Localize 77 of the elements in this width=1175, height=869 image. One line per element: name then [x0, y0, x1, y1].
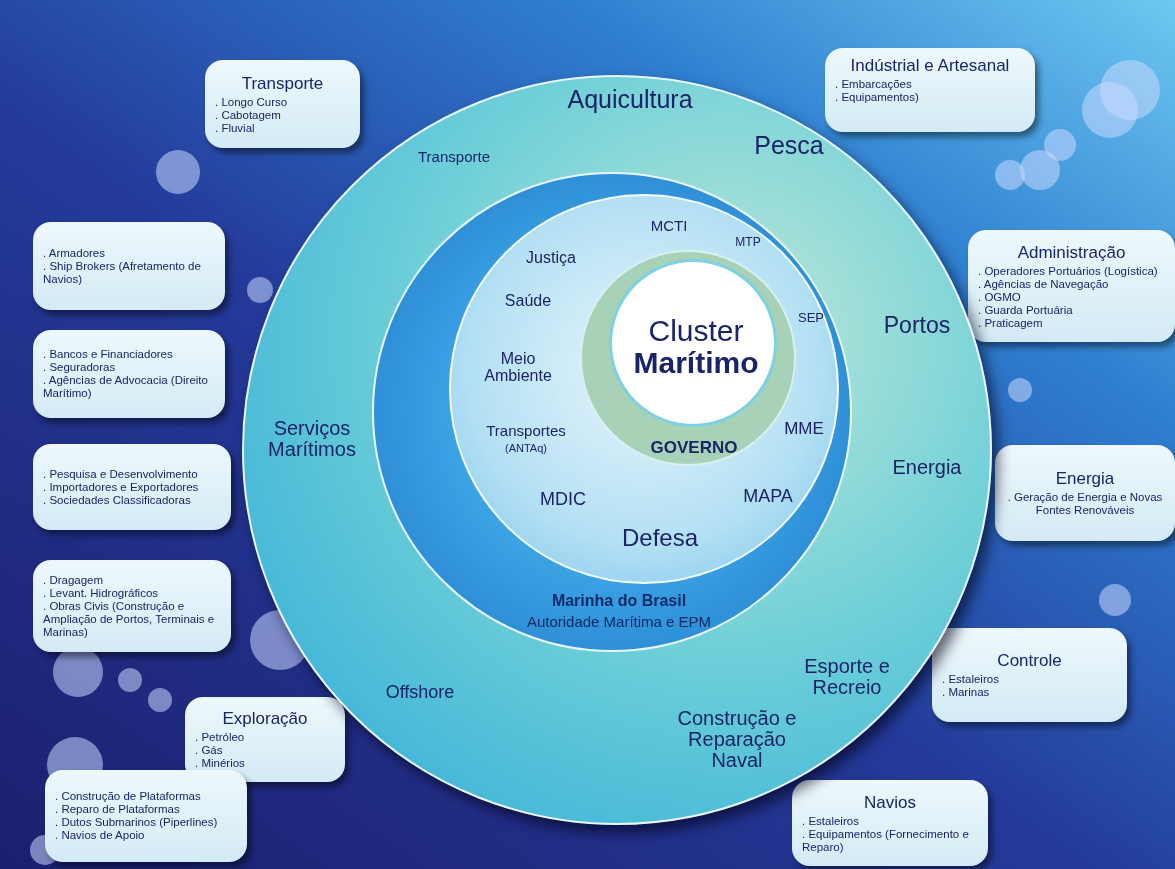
card-heading: Indústrial e Artesanal: [849, 56, 1011, 76]
info-card: [185, 697, 345, 782]
list-item: . Equipamentos (Fornecimento e Reparo): [802, 827, 970, 854]
ring-label: Justiça: [526, 249, 576, 267]
ring-label: Transporte: [418, 149, 490, 165]
list-item: . Dragagem: [43, 573, 105, 587]
list-item: . Cabotagem: [215, 108, 282, 122]
list-item: . Praticagem: [978, 316, 1044, 330]
card-heading: Navios: [863, 792, 917, 813]
info-card: [33, 560, 231, 652]
list-item: . Fluvial: [215, 121, 256, 135]
ring-label: Cluster Marítimo: [632, 314, 760, 378]
card-heading: Exploração: [221, 709, 309, 729]
list-item: . Importadores e Exportadores: [43, 480, 200, 494]
ring-label: Portos: [883, 312, 951, 338]
info-card: [205, 60, 360, 148]
ring-label: MCTI: [650, 218, 688, 234]
list-item: . Levant. Hidrográficos: [43, 586, 160, 600]
card-heading: Transporte: [240, 73, 325, 94]
info-card: [995, 445, 1175, 541]
card-heading: Energia: [1054, 469, 1116, 489]
ring-label: Transportes: [486, 423, 566, 439]
ring-label: MTP: [735, 235, 761, 249]
list-item: . Geração de Energia e Novas Fontes Renováveis: [1006, 491, 1164, 517]
card-heading: Controle: [996, 651, 1063, 671]
list-item: . Equipamentos): [835, 91, 920, 104]
list-item: . Estaleiros: [942, 673, 1000, 686]
ring-label: Construção e Reparação Naval: [676, 707, 798, 771]
ring-label: Pesca: [754, 131, 824, 159]
ring-label: Saúde: [504, 292, 552, 310]
info-card: [792, 780, 988, 866]
info-card: [33, 444, 231, 530]
info-card: [825, 48, 1035, 132]
list-item: . Pesquisa e Desenvolvimento: [43, 467, 199, 481]
ring-label: Serviços Marítimos: [267, 418, 357, 460]
info-card: [33, 222, 225, 310]
list-item: . Sociedades Classificadoras: [43, 493, 192, 507]
list-item: . Minérios: [195, 757, 246, 770]
list-item: . Embarcações: [835, 78, 913, 91]
list-item: . Agências de Navegação: [978, 277, 1110, 291]
ring-label: Defesa: [622, 525, 698, 551]
ring-label: Meio Ambiente: [483, 351, 553, 385]
list-item: . OGMO: [978, 290, 1022, 304]
list-item: . Dutos Submarinos (Piperlines): [55, 816, 219, 829]
list-item: . Reparo de Plataformas: [55, 803, 181, 816]
list-item: . Ship Brokers (Afretamento de Navios): [43, 259, 202, 286]
ring-label: Autoridade Marítima e EPM: [526, 614, 712, 630]
ring-label: Marinha do Brasil: [551, 592, 687, 610]
info-card: [968, 230, 1175, 342]
list-item: . Petróleo: [195, 731, 246, 744]
ring-label: MME: [784, 420, 824, 438]
ring-label: (ANTAq): [505, 443, 547, 455]
list-item: . Guarda Portuária: [978, 303, 1074, 317]
list-item: . Marinas: [942, 686, 991, 699]
list-item: . Estaleiros: [802, 814, 860, 828]
ring-label: MDIC: [540, 489, 586, 509]
ring-label: SEP: [798, 311, 824, 325]
card-heading: Administração: [1016, 242, 1127, 263]
ring-label: Offshore: [385, 682, 455, 702]
ring-label: Aquicultura: [567, 85, 693, 113]
list-item: . Longo Curso: [215, 95, 289, 109]
info-card: [45, 770, 247, 862]
list-item: . Bancos e Financiadores: [43, 348, 174, 361]
ring-label: MAPA: [743, 486, 793, 506]
list-item: . Obras Civis (Construção e Ampliação de Portos, Terminais e Marinas): [43, 599, 216, 639]
list-item: . Navios de Apoio: [55, 829, 146, 842]
list-item: . Seguradoras: [43, 361, 117, 374]
info-card: [932, 628, 1127, 722]
ring-label: Energia: [892, 456, 962, 478]
list-item: . Gás: [195, 744, 224, 757]
list-item: . Armadores: [43, 246, 106, 260]
list-item: . Agências de Advocacia (Direito Marítimo): [43, 374, 209, 400]
ring-label: Esporte e Recreio: [803, 656, 891, 698]
list-item: . Construção de Plataformas: [55, 790, 202, 803]
ring-label: GOVERNO: [650, 439, 738, 457]
info-card: [33, 330, 225, 418]
list-item: . Operadores Portuários (Logística): [978, 264, 1159, 278]
